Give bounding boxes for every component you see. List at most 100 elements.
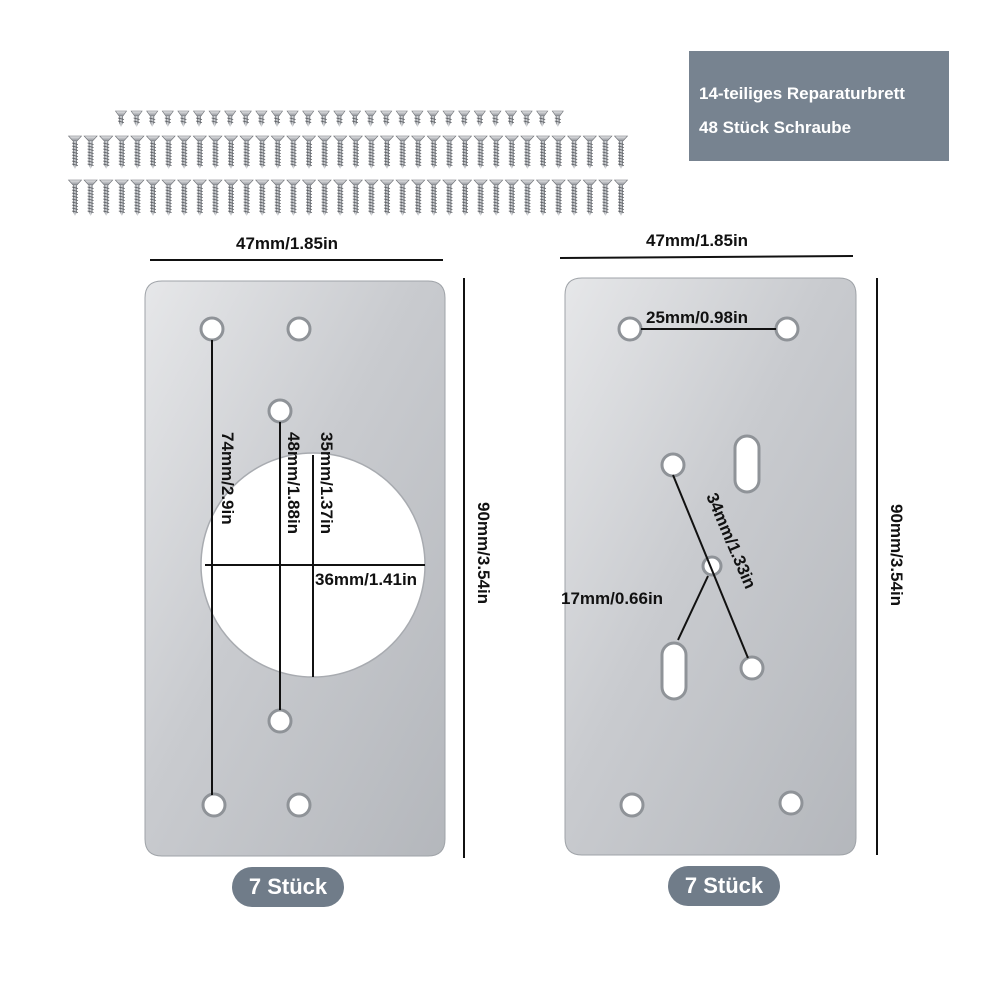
screw bbox=[239, 110, 252, 127]
screw bbox=[457, 179, 473, 216]
right-width-label: 47mm/1.85in bbox=[646, 231, 748, 250]
screw bbox=[223, 179, 239, 216]
screw bbox=[270, 179, 285, 216]
screw bbox=[426, 110, 440, 127]
screw bbox=[442, 110, 455, 127]
right-top-span-label: 25mm/0.98in bbox=[646, 308, 748, 327]
screw bbox=[99, 179, 114, 216]
right-small-span-label: 17mm/0.66in bbox=[561, 589, 663, 608]
screw bbox=[333, 135, 348, 169]
screw bbox=[114, 110, 128, 127]
screw bbox=[379, 135, 395, 169]
right-count-badge bbox=[668, 866, 780, 906]
screw bbox=[145, 135, 161, 169]
screw bbox=[395, 110, 408, 127]
screw bbox=[348, 110, 362, 127]
screw bbox=[286, 135, 301, 169]
screw bbox=[411, 179, 426, 216]
screw bbox=[239, 135, 254, 169]
screw bbox=[395, 135, 410, 169]
screw bbox=[567, 135, 582, 169]
screw bbox=[255, 110, 268, 127]
screw bbox=[442, 135, 457, 169]
info-box: 14-teiliges Reparaturbrett 48 Stück Schr… bbox=[689, 51, 949, 161]
screw bbox=[536, 110, 549, 127]
screw bbox=[379, 179, 395, 216]
right-repair-plate: 47mm/1.85in 90mm/3.54in 25mm/0.98in 34mm… bbox=[559, 231, 906, 906]
screw bbox=[83, 179, 98, 216]
screw bbox=[161, 179, 176, 216]
screw bbox=[301, 179, 317, 216]
screw bbox=[598, 179, 613, 216]
info-box-line-pieces: 14-teiliges Reparaturbrett bbox=[699, 84, 905, 103]
screw bbox=[551, 135, 566, 169]
screw bbox=[317, 110, 330, 127]
screw bbox=[99, 135, 114, 169]
screw bbox=[551, 110, 564, 127]
left-repair-plate: 47mm/1.85in 90mm/3.54in 74mm/2.9in 48mm/… bbox=[144, 234, 493, 907]
screw bbox=[177, 135, 192, 169]
screw bbox=[192, 135, 207, 169]
screw bbox=[411, 135, 426, 169]
screw bbox=[457, 135, 473, 169]
screw bbox=[489, 135, 504, 169]
screw bbox=[333, 179, 348, 216]
screw bbox=[442, 179, 457, 216]
left-width-label: 47mm/1.85in bbox=[236, 234, 338, 253]
screw bbox=[380, 110, 393, 127]
screw bbox=[598, 135, 613, 169]
screw bbox=[161, 110, 174, 127]
left-height-label: 90mm/3.54in bbox=[474, 502, 493, 604]
screw bbox=[504, 110, 518, 127]
screw bbox=[613, 179, 629, 216]
screw bbox=[520, 179, 535, 216]
screw bbox=[317, 179, 332, 216]
screw bbox=[426, 179, 441, 216]
left-hole-radius-label: 35mm/1.37in bbox=[317, 432, 336, 534]
screw bbox=[411, 110, 424, 127]
screw bbox=[286, 179, 301, 216]
screw bbox=[333, 110, 346, 127]
screw bbox=[535, 179, 551, 216]
screw bbox=[83, 135, 98, 169]
screw bbox=[145, 179, 161, 216]
left-plate-screw-holes bbox=[199, 316, 312, 818]
screw bbox=[286, 110, 299, 127]
screw bbox=[489, 110, 502, 127]
screw bbox=[270, 110, 284, 127]
screw bbox=[146, 110, 159, 127]
screw bbox=[130, 179, 145, 216]
screw bbox=[489, 179, 504, 216]
screw bbox=[613, 135, 629, 169]
left-outer-span-label: 74mm/2.9in bbox=[218, 432, 237, 525]
screws-group bbox=[67, 110, 629, 216]
screw bbox=[192, 110, 206, 127]
left-count-label: 7 Stück bbox=[249, 874, 328, 899]
screw bbox=[255, 135, 270, 169]
screw bbox=[520, 135, 535, 169]
right-plate-screw-holes bbox=[617, 316, 804, 818]
screw bbox=[224, 110, 237, 127]
screw bbox=[208, 179, 223, 216]
screw bbox=[239, 179, 254, 216]
screw bbox=[520, 110, 533, 127]
screw bbox=[395, 179, 410, 216]
screw bbox=[270, 135, 285, 169]
screw bbox=[114, 179, 129, 216]
screw bbox=[535, 135, 551, 169]
left-hole-diameter-label: 36mm/1.41in bbox=[315, 570, 417, 589]
screw bbox=[177, 110, 190, 127]
screw bbox=[208, 135, 223, 169]
screw bbox=[67, 179, 83, 216]
screw bbox=[426, 135, 441, 169]
right-plate-slots bbox=[660, 434, 761, 701]
left-inner-span-label: 48mm/1.88in bbox=[284, 432, 303, 534]
screw bbox=[302, 110, 315, 127]
right-count-label: 7 Stück bbox=[685, 873, 764, 898]
screw bbox=[177, 179, 192, 216]
screw bbox=[67, 135, 83, 169]
screw bbox=[551, 179, 566, 216]
screw bbox=[192, 179, 207, 216]
screw bbox=[364, 179, 379, 216]
screw bbox=[473, 110, 486, 127]
